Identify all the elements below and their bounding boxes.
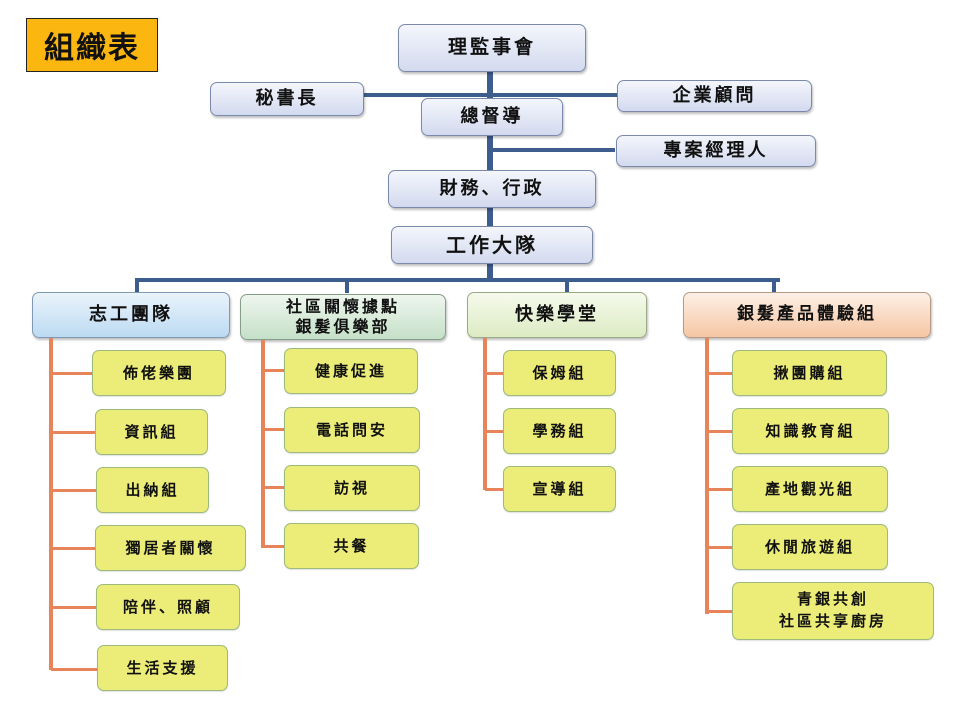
node-board: 理監事會 (398, 24, 586, 72)
team-volunteers: 志工團隊 (32, 292, 230, 338)
leaf-item: 休閒旅遊組 (732, 524, 888, 570)
leaf-item: 保姆組 (503, 350, 616, 396)
node-workforce: 工作大隊 (391, 226, 593, 264)
branch-tick (263, 428, 285, 431)
branch-tick (707, 488, 733, 491)
leaf-item: 健康促進 (284, 348, 418, 394)
connector-line (487, 135, 493, 170)
leaf-item: 資訊組 (95, 409, 208, 455)
connector-line (360, 93, 620, 97)
branch-tick (707, 430, 733, 433)
leaf-item: 青銀共創 社區共享廚房 (732, 582, 934, 640)
branch-tick (707, 610, 733, 613)
branch-tick (51, 606, 96, 609)
leaf-item: 佈佬樂團 (92, 350, 226, 396)
leaf-item: 訪視 (284, 465, 420, 511)
connector-line (487, 262, 493, 280)
connector-line (487, 205, 493, 230)
leaf-item: 宣導組 (503, 466, 616, 512)
branch-tick (51, 431, 96, 434)
team-label-line: 社區關懷據點 (285, 297, 400, 316)
branch-tick (51, 372, 93, 375)
page-title: 組織表 (26, 18, 158, 72)
branch-line (261, 340, 265, 548)
leaf-item: 產地觀光組 (732, 466, 888, 512)
node-finance: 財務、行政 (388, 170, 596, 208)
branch-tick (263, 486, 285, 489)
leaf-item: 出納組 (96, 467, 209, 513)
branch-tick (485, 372, 505, 375)
node-consultant: 企業顧問 (617, 80, 812, 112)
team-label-line: 銀髮俱樂部 (295, 317, 391, 336)
branch-tick (707, 372, 733, 375)
connector-line (772, 278, 776, 293)
team-happy-school: 快樂學堂 (467, 292, 647, 338)
leaf-item: 揪團購組 (732, 350, 887, 396)
branch-tick (51, 547, 96, 550)
node-supervisor: 總督導 (421, 98, 563, 136)
branch-tick (263, 369, 285, 372)
branch-tick (263, 545, 285, 548)
leaf-item-line: 社區共享廚房 (778, 612, 887, 630)
connector-line (487, 70, 493, 100)
node-secretary: 秘書長 (210, 82, 364, 116)
leaf-item: 共餐 (284, 523, 419, 569)
branch-line (483, 338, 487, 490)
connector-line (345, 278, 349, 293)
leaf-item: 知識教育組 (732, 408, 889, 454)
leaf-item: 獨居者關懷 (95, 525, 246, 571)
leaf-item: 電話問安 (284, 407, 420, 453)
leaf-item-line: 青銀共創 (796, 590, 869, 609)
branch-tick (485, 488, 505, 491)
team-community-care: 社區關懷據點 銀髮俱樂部 (240, 294, 446, 340)
leaf-item: 學務組 (503, 408, 616, 454)
leaf-item: 陪伴、照顧 (96, 584, 240, 630)
branch-tick (485, 430, 505, 433)
branch-tick (51, 668, 98, 671)
branch-tick (707, 546, 733, 549)
connector-line (135, 278, 780, 282)
node-project-manager: 專案經理人 (616, 135, 816, 167)
branch-tick (51, 489, 96, 492)
branch-line (49, 338, 53, 670)
leaf-item: 生活支援 (97, 645, 228, 691)
connector-line (135, 278, 139, 293)
connector-line (565, 278, 569, 293)
team-silver-products: 銀髮產品體驗組 (683, 292, 931, 338)
connector-line (490, 148, 615, 152)
branch-line (705, 338, 709, 614)
